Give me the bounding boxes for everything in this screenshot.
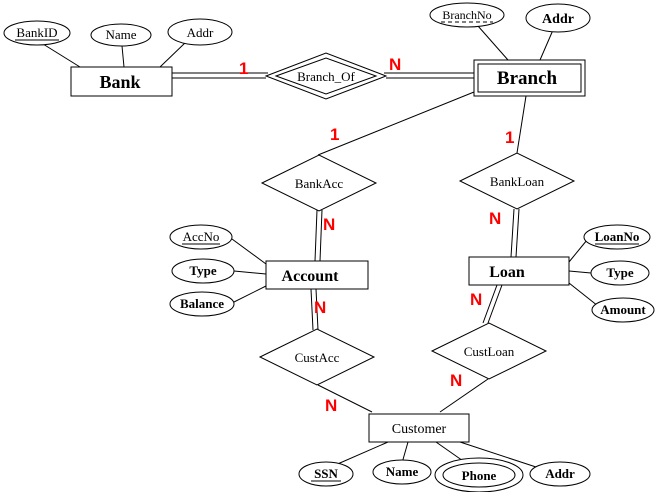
relationship-custacc-label: CustAcc bbox=[295, 350, 340, 365]
attr-customer-addr-label: Addr bbox=[545, 466, 575, 481]
loan-type-connector bbox=[568, 270, 592, 274]
relationship-branch-of: Branch_Of bbox=[264, 52, 388, 100]
cardinality-customer-custacc: N bbox=[325, 396, 337, 415]
entity-loan: Loan bbox=[468, 256, 570, 286]
custacc-customer-link bbox=[317, 384, 373, 413]
attr-loan-type: Type bbox=[590, 260, 650, 286]
entity-loan-label: Loan bbox=[489, 264, 525, 281]
cardinality-account-custacc: N bbox=[314, 298, 326, 317]
cardinality-branch-bankacc: 1 bbox=[330, 125, 339, 144]
attr-bank-name-label: Name bbox=[105, 27, 136, 42]
account-no-connector bbox=[231, 238, 267, 265]
bankacc-account-link-a bbox=[314, 209, 318, 262]
attr-branch-no: BranchNo bbox=[429, 2, 505, 28]
entity-account-label: Account bbox=[282, 268, 340, 285]
attr-bank-addr: Addr bbox=[167, 18, 233, 46]
customer-addr-connector bbox=[459, 441, 537, 468]
entity-bank-label: Bank bbox=[99, 72, 140, 92]
attr-branch-addr: Addr bbox=[525, 3, 591, 33]
cardinality-branch-bankloan: 1 bbox=[505, 128, 514, 147]
entity-branch-label: Branch bbox=[497, 68, 558, 89]
attr-bank-addr-label: Addr bbox=[187, 25, 214, 40]
cardinality-bank-branchof: 1 bbox=[239, 59, 248, 78]
account-balance-connector bbox=[231, 285, 267, 304]
loan-amount-connector bbox=[568, 282, 599, 307]
attr-account-balance: Balance bbox=[169, 291, 235, 317]
account-custacc-link-b bbox=[315, 288, 319, 331]
cardinality-account-bankacc: N bbox=[323, 215, 335, 234]
relationship-branch-of-label: Branch_Of bbox=[297, 69, 355, 84]
loan-custloan-link-b bbox=[487, 284, 503, 324]
bankloan-loan-link-a bbox=[510, 208, 515, 258]
bank-addr-connector bbox=[159, 41, 187, 68]
relationship-bankloan: BankLoan bbox=[458, 152, 576, 210]
account-type-connector bbox=[233, 270, 267, 275]
attr-customer-phone: Phone bbox=[434, 457, 524, 492]
attr-branch-addr-label: Addr bbox=[542, 12, 574, 27]
attr-customer-ssn-label: SSN bbox=[314, 466, 338, 481]
bank-id-connector bbox=[42, 43, 81, 68]
cardinality-loan-custloan: N bbox=[470, 290, 482, 309]
attr-bank-id-label: BankID bbox=[16, 25, 57, 40]
loan-no-connector bbox=[568, 239, 588, 263]
relationship-custloan: CustLoan bbox=[430, 322, 548, 380]
attr-loan-no-label: LoanNo bbox=[595, 229, 640, 244]
entity-customer: Customer bbox=[368, 413, 470, 443]
attr-customer-phone-label: Phone bbox=[462, 468, 497, 483]
cardinality-loan-bankloan: N bbox=[489, 209, 501, 228]
relationship-custacc: CustAcc bbox=[258, 328, 376, 386]
attr-account-type-label: Type bbox=[189, 263, 216, 278]
branch-no-connector bbox=[477, 25, 509, 61]
attr-bank-name: Name bbox=[90, 23, 152, 47]
cardinality-labels: 1 N 1 1 N N N N N N bbox=[239, 55, 514, 415]
entity-customer-label: Customer bbox=[392, 422, 447, 437]
cardinality-customer-custloan: N bbox=[450, 371, 462, 390]
attr-account-no-label: AccNo bbox=[183, 229, 220, 244]
entity-bank: Bank bbox=[70, 66, 173, 97]
bankacc-account-link-b bbox=[319, 209, 323, 262]
branch-addr-connector bbox=[539, 29, 554, 61]
attr-account-balance-label: Balance bbox=[180, 296, 224, 311]
account-custacc-link-a bbox=[310, 288, 314, 331]
custloan-customer-link bbox=[439, 378, 489, 413]
attr-bank-id: BankID bbox=[3, 20, 71, 46]
attr-customer-addr: Addr bbox=[529, 461, 591, 487]
entity-branch: Branch bbox=[473, 59, 586, 97]
attr-customer-ssn: SSN bbox=[298, 461, 354, 487]
entity-account: Account bbox=[265, 260, 369, 290]
attr-account-no: AccNo bbox=[169, 224, 233, 250]
connectors bbox=[42, 25, 599, 468]
attr-loan-amount-label: Amount bbox=[600, 302, 646, 317]
relationship-bankloan-label: BankLoan bbox=[490, 174, 545, 189]
relationship-bankacc: BankAcc bbox=[260, 154, 378, 212]
attr-branch-no-label: BranchNo bbox=[442, 8, 491, 22]
attr-loan-type-label: Type bbox=[606, 265, 633, 280]
bank-name-connector bbox=[121, 45, 125, 68]
customer-name-connector bbox=[401, 441, 409, 464]
loan-custloan-link-a bbox=[482, 284, 498, 324]
cardinality-branch-branchof: N bbox=[389, 55, 401, 74]
attr-loan-no: LoanNo bbox=[583, 224, 651, 250]
branch-bankacc-link bbox=[317, 91, 475, 156]
relationship-bankacc-label: BankAcc bbox=[295, 176, 344, 191]
branch-bankloan-link bbox=[516, 95, 527, 154]
attr-customer-name-label: Name bbox=[386, 464, 419, 479]
bankloan-loan-link-b bbox=[515, 208, 520, 258]
attr-loan-amount: Amount bbox=[591, 297, 655, 323]
relationship-custloan-label: CustLoan bbox=[464, 344, 515, 359]
attr-account-type: Type bbox=[171, 258, 235, 284]
customer-ssn-connector bbox=[332, 441, 389, 467]
attr-customer-name: Name bbox=[372, 459, 432, 485]
